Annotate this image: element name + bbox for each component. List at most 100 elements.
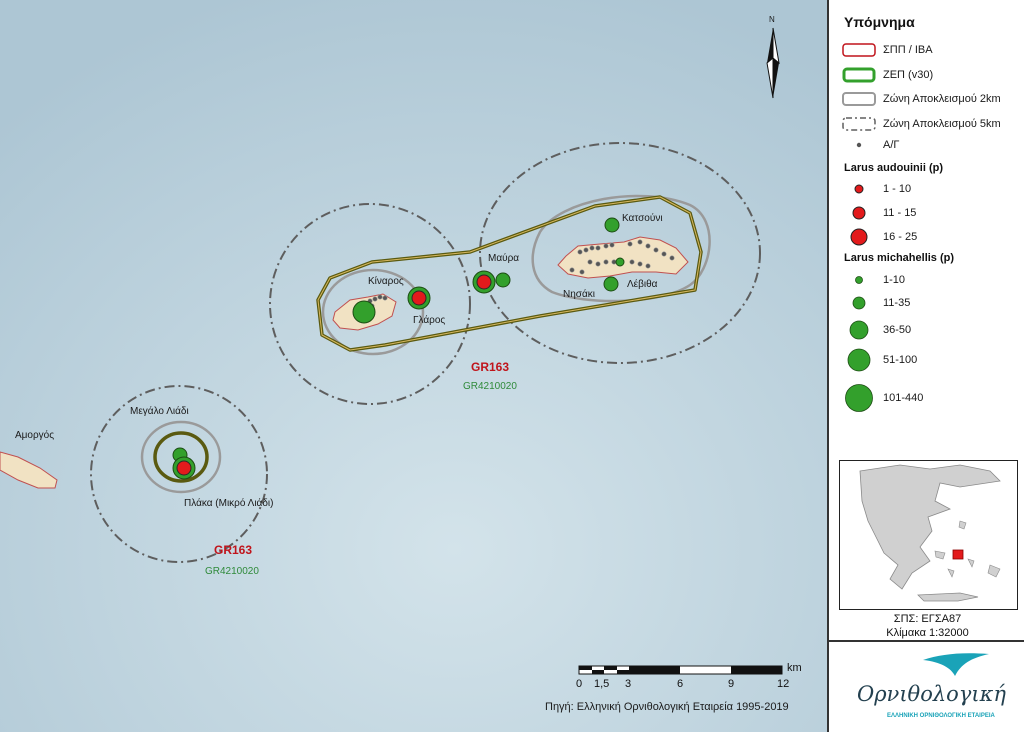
site-code-iba: GR163 <box>214 543 253 557</box>
legend-michahellis-title: Larus michahellis (p) <box>844 252 955 264</box>
legend-item-ag: Α/Γ <box>841 136 899 154</box>
scale-label: Κλίμακα 1:32000 <box>886 627 969 639</box>
map-canvas[interactable]: Αμοργός Μεγάλο Λιάδι Πλάκα (Μικρό Λιάδι)… <box>0 0 827 732</box>
legend-label: 1-10 <box>883 274 906 286</box>
michahellis-colony <box>604 217 620 233</box>
label-levitha: Λέβιθα <box>627 279 658 290</box>
green-circle-icon <box>841 294 877 312</box>
ag-point <box>589 245 595 251</box>
buffer-5km-kinaros <box>269 203 471 405</box>
ag-point <box>645 243 651 249</box>
legend-michahellis-class: 1-10 <box>841 271 905 289</box>
red-circle-icon <box>841 228 877 246</box>
ag-point <box>595 245 601 251</box>
north-label: N <box>769 15 775 24</box>
scale-tick: 3 <box>625 678 632 690</box>
ag-point <box>637 239 643 245</box>
legend-michahellis-class: 36-50 <box>841 318 911 342</box>
legend-label: Ζώνη Αποκλεισμού 2km <box>883 93 1001 105</box>
ag-point <box>661 251 667 257</box>
red-circle-icon <box>841 204 877 222</box>
north-arrow-icon <box>766 27 780 99</box>
logo-name: Ορνιθολογική <box>857 682 1006 706</box>
label-glaros: Γλάρος <box>413 315 446 326</box>
legend-audouinii-class: 1 - 10 <box>841 180 911 198</box>
ag-point <box>603 259 609 265</box>
scale-tick: 6 <box>677 678 684 690</box>
legend-label: 101-440 <box>883 392 924 404</box>
bird-logo-icon <box>923 653 989 676</box>
iba-outline-kinaros-levitha <box>317 196 702 351</box>
michahellis-colony <box>495 272 511 288</box>
legend-label: ΖΕΠ (v30) <box>883 69 934 81</box>
michahellis-colony <box>603 276 619 292</box>
red-outline-box-icon <box>841 41 877 59</box>
legend-label: 11 - 15 <box>883 207 917 219</box>
label-plaka: Πλάκα (Μικρό Λιάδι) <box>184 498 274 509</box>
label-nisaki: Νησάκι <box>563 289 595 300</box>
legend-item-buffer-2km: Ζώνη Αποκλεισμού 2km <box>841 90 1001 108</box>
scale-tick: 1,5 <box>594 678 610 690</box>
legend-item-buffer-5km: Ζώνη Αποκλεισμού 5km <box>841 115 1001 133</box>
scale-bar <box>578 665 783 675</box>
green-circle-icon <box>841 382 877 414</box>
legend-label: ΣΠΠ / IBA <box>883 44 933 56</box>
legend-audouinii-class: 16 - 25 <box>841 228 917 246</box>
logo: Ορνιθολογική ΕΛΛΗΝΙΚΗ ΟΡΝΙΘΟΛΟΓΙΚΗ ΕΤΑΙΡ… <box>829 640 1024 732</box>
legend-label: 11-35 <box>883 297 911 309</box>
inset-greece-map <box>840 461 1017 609</box>
legend-label: 36-50 <box>883 324 912 336</box>
scale-tick: 9 <box>728 678 735 690</box>
site-code-iba: GR163 <box>471 360 510 374</box>
audouinii-colony <box>411 290 427 306</box>
buffer-5km-liadi <box>90 385 268 563</box>
dot-icon <box>841 136 877 154</box>
spa-liadi <box>153 431 209 483</box>
legend-audouinii-title: Larus audouinii (p) <box>844 162 943 174</box>
red-circle-icon <box>841 180 877 198</box>
buffer-2km-levitha <box>531 194 711 303</box>
inset-location-marker <box>952 549 964 560</box>
map-graphics <box>0 0 827 732</box>
legend-michahellis-class: 11-35 <box>841 294 910 312</box>
legend-audouinii-class: 11 - 15 <box>841 204 916 222</box>
scale-tick: 12 <box>777 678 790 690</box>
buffer-2km-kinaros <box>321 268 425 356</box>
crs-label: ΣΠΣ: ΕΓΣΑ87 <box>893 613 962 625</box>
island-amorgos <box>0 451 58 489</box>
label-megalo-liadi: Μεγάλο Λιάδι <box>130 406 189 417</box>
legend-label: Ζώνη Αποκλεισμού 5km <box>883 118 1001 130</box>
ag-point <box>603 243 609 249</box>
green-box-icon <box>841 66 877 84</box>
scale-tick: 0 <box>576 678 583 690</box>
source-credit: Πηγή: Ελληνική Ορνιθολογική Εταιρεία 199… <box>545 701 789 713</box>
ag-point <box>609 242 615 248</box>
ag-point <box>645 263 651 269</box>
legend-label: 51-100 <box>883 354 918 366</box>
michahellis-colony <box>615 257 625 267</box>
ag-point <box>577 249 583 255</box>
legend-item-iba: ΣΠΠ / IBA <box>841 41 933 59</box>
ag-point <box>637 261 643 267</box>
ag-point <box>377 294 383 300</box>
legend-michahellis-class: 51-100 <box>841 346 917 374</box>
ag-point <box>583 247 589 253</box>
legend-item-spa: ΖΕΠ (v30) <box>841 66 933 84</box>
label-amorgos: Αμοργός <box>15 430 55 441</box>
green-circle-icon <box>841 271 877 289</box>
ag-point <box>372 296 378 302</box>
legend-michahellis-class: 101-440 <box>841 382 923 414</box>
label-kinaros: Κίναρος <box>368 276 404 287</box>
ag-point <box>669 255 675 261</box>
logo-subtitle: ΕΛΛΗΝΙΚΗ ΟΡΝΙΘΟΛΟΓΙΚΗ ΕΤΑΙΡΕΙΑ <box>887 713 995 719</box>
ag-point <box>595 261 601 267</box>
audouinii-colony <box>176 460 192 476</box>
ag-point <box>587 259 593 265</box>
label-mavra: Μαύρα <box>488 253 520 264</box>
ag-point <box>653 247 659 253</box>
inset-map <box>839 460 1018 610</box>
legend-title: Υπόμνημα <box>844 14 915 30</box>
scale-unit: km <box>787 662 802 674</box>
ag-point <box>569 267 575 273</box>
